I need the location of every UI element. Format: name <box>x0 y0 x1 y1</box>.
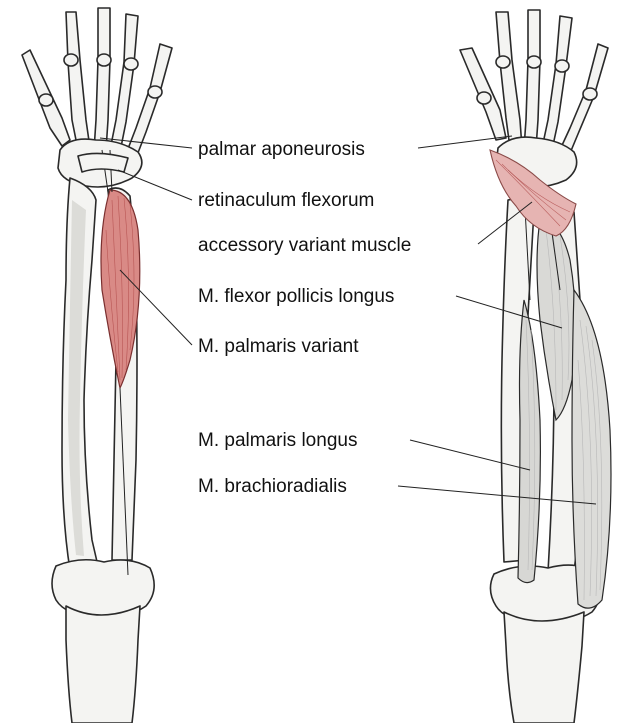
label-retinaculum-flexorum: retinaculum flexorum <box>198 190 374 211</box>
label-flexor-pollicis-longus: M. flexor pollicis longus <box>198 286 394 307</box>
label-palmar-aponeurosis: palmar aponeurosis <box>198 139 365 160</box>
label-palmaris-longus: M. palmaris longus <box>198 430 357 451</box>
label-accessory-variant-muscle: accessory variant muscle <box>198 235 411 256</box>
left-retinaculum <box>78 153 128 172</box>
leader-palmar-aponeurosis-right <box>418 136 512 148</box>
labels: palmar aponeurosis retinaculum flexorum … <box>198 139 411 497</box>
label-brachioradialis: M. brachioradialis <box>198 476 347 497</box>
right-hand-bones <box>460 10 608 187</box>
left-forearm <box>22 8 172 723</box>
right-forearm <box>460 10 611 723</box>
label-palmaris-variant: M. palmaris variant <box>198 336 359 357</box>
